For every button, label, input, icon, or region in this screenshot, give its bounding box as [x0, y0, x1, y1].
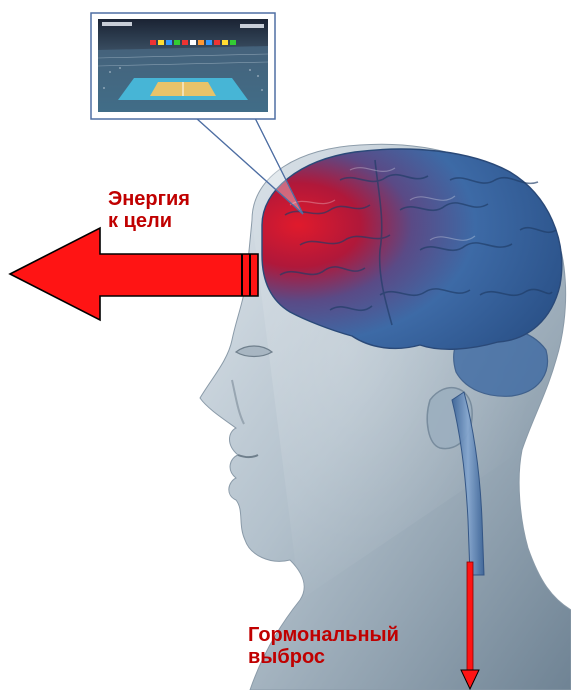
arena-photo — [91, 13, 275, 119]
label-energy-to-target: Энергия к цели — [108, 188, 190, 232]
label-hormonal-release: Гормональный выброс — [248, 624, 399, 668]
brain — [262, 149, 562, 349]
left-arrow-icon — [10, 228, 258, 320]
